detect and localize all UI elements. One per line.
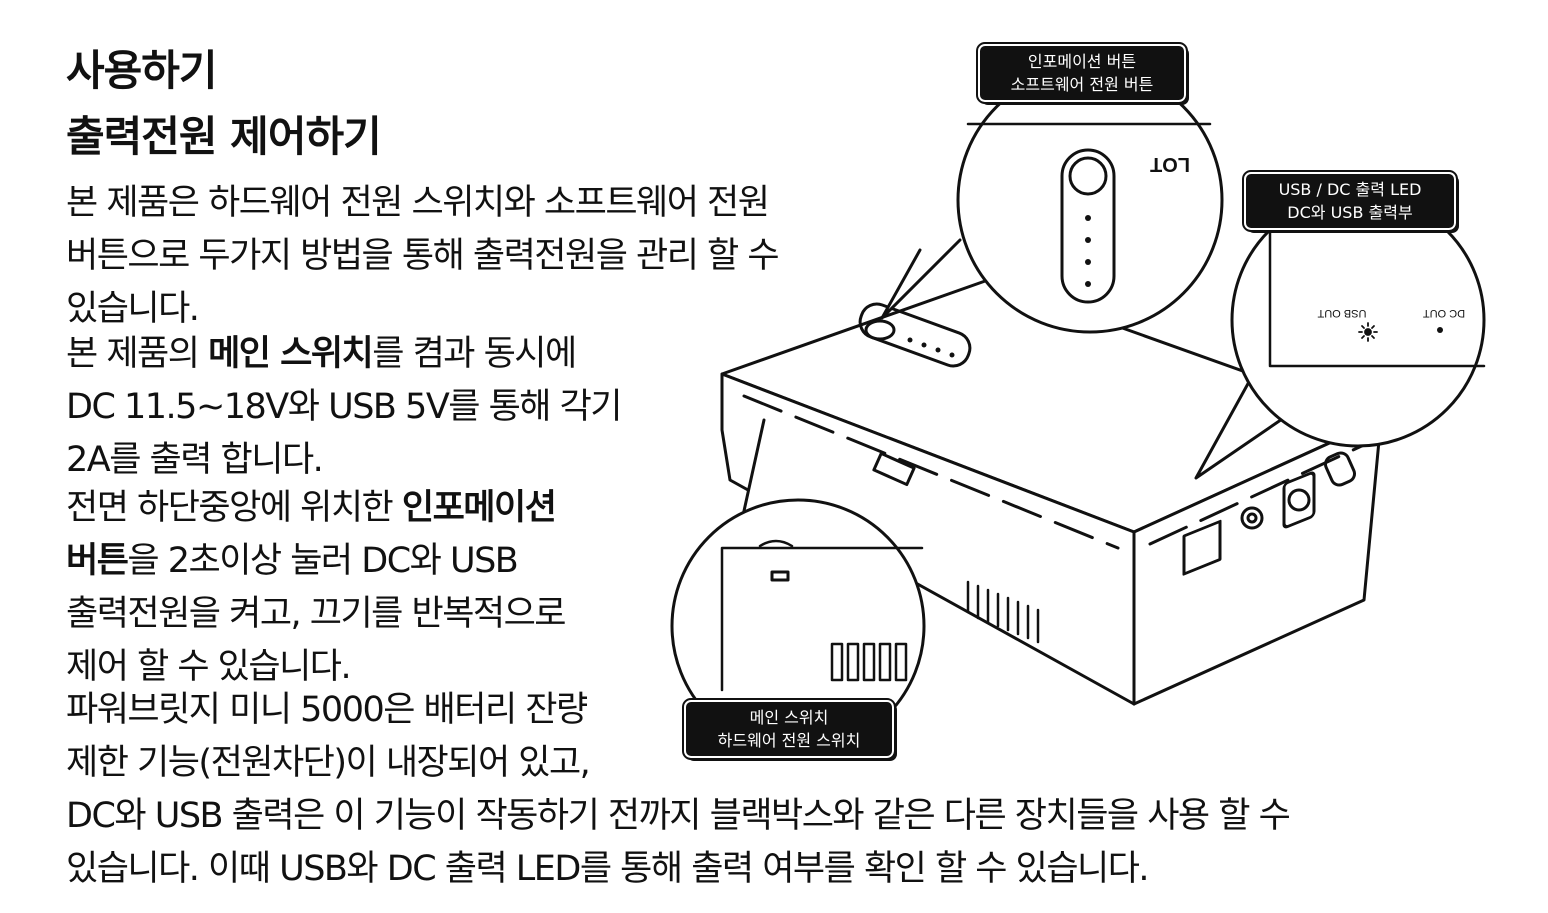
round-port-frame [1282,471,1316,529]
callout-led: USB / DC 출력 LED DC와 USB 출력부 [1242,170,1458,232]
dc-led-dot [1437,327,1443,333]
callout-info-line-1: 인포메이션 버튼 [1027,52,1137,71]
cutoff-line-2: 제한 기능(전원차단)이 내장되어 있고, [66,743,591,783]
info-bubble-pointer [880,238,962,320]
usb-port [1182,519,1222,576]
paragraph-info-button: 전면 하단중앙에 위치한 인포메이션 버튼을 2초이상 눌러 DC와 USB 출… [66,482,567,694]
info-zoom-button [1068,156,1108,196]
callout-info-button: 인포메이션 버튼 소프트웨어 전원 버튼 [976,42,1188,104]
device-bevel-line [1148,442,1368,546]
led-dots-top [907,337,955,358]
info-line-1: 전면 하단중앙에 위치한 인포메이션 [66,482,565,535]
text-fragment: 를 켬과 동시에 [372,334,577,374]
button-bold: 버튼 [66,541,129,581]
button-panel [858,302,972,368]
callout-main-switch: 메인 스위치 하드웨어 전원 스위치 [682,698,896,760]
cutoff-line-3: DC와 USB 출력은 이 기능이 작동하기 전까지 블랙박스와 같은 다른 장… [66,796,1291,836]
led-zoom-panel [1268,226,1486,368]
side-latch [1323,451,1357,487]
usb-out-label: USB OUT [1317,307,1366,319]
text-fragment: 전면 하단중앙에 위치한 [66,488,402,528]
device-front-face [720,372,1136,706]
paragraph-main-switch: 본 제품의 메인 스위치를 켬과 동시에 DC 11.5~18V와 USB 5V… [66,328,623,487]
section-subtitle: 출력전원 제어하기 [66,112,382,161]
switch-zoom-vents [830,642,908,682]
main-switch [770,570,790,582]
main-switch-bold: 메인 스위치 [208,334,374,374]
usb-led-sun-icon [1358,322,1378,342]
callout-led-line-2: DC와 USB 출력부 [1287,203,1413,222]
device-bevel-line [742,394,1120,550]
info-bold: 인포메이션 [401,488,557,528]
paragraph-intro: 본 제품은 하드웨어 전원 스위치와 소프트웨어 전원 버튼으로 두가지 방법을… [66,177,780,336]
callout-switch-line-1: 메인 스위치 [749,708,829,727]
info-button-top [864,319,896,341]
switch-zoom-body [720,546,924,692]
info-zoom-led-dots [1085,215,1091,287]
intro-line-2: 버튼으로 두가지 방법을 통해 출력전원을 관리 할 수 [66,236,780,276]
main-switch-line-1: 본 제품의 메인 스위치를 켬과 동시에 [66,328,621,381]
paragraph-battery-cutoff: 파워브릿지 미니 5000은 배터리 잔량 제한 기능(전원차단)이 내장되어 … [66,684,1291,896]
intro-line-3: 있습니다. [66,289,200,329]
switch-zoom-top-edge [758,539,794,548]
info-line-4: 제어 할 수 있습니다. [66,647,352,687]
text-fragment: 을 2초이상 눌러 DC와 USB [127,541,518,581]
device-vents [966,580,1040,644]
dc-port [1240,506,1264,530]
callout-switch-line-2: 하드웨어 전원 스위치 [717,731,861,750]
main-switch-line-3: 2A를 출력 합니다. [66,440,324,480]
front-slot [872,451,916,487]
callout-led-line-1: USB / DC 출력 LED [1278,180,1422,199]
cutoff-line-4: 있습니다. 이때 USB와 DC 출력 LED를 통해 출력 여부를 확인 할 … [66,849,1150,889]
info-line-2: 버튼을 2초이상 눌러 DC와 USB [66,535,565,588]
cutoff-line-1: 파워브릿지 미니 5000은 배터리 잔량 [66,690,588,730]
dc-port-inner [1246,512,1258,524]
dc-out-label: DC OUT [1423,307,1465,319]
section-title: 사용하기 [66,46,218,95]
info-line-3: 출력전원을 켜고, 끄기를 반복적으로 [66,594,567,634]
callout-info-line-2: 소프트웨어 전원 버튼 [1010,75,1154,94]
text-fragment: 본 제품의 [66,334,209,374]
brand-fragment: LOT [1150,153,1190,175]
round-port [1287,488,1311,512]
intro-line-1: 본 제품은 하드웨어 전원 스위치와 소프트웨어 전원 [66,183,770,223]
main-switch-line-2: DC 11.5~18V와 USB 5V를 통해 각기 [66,387,623,427]
